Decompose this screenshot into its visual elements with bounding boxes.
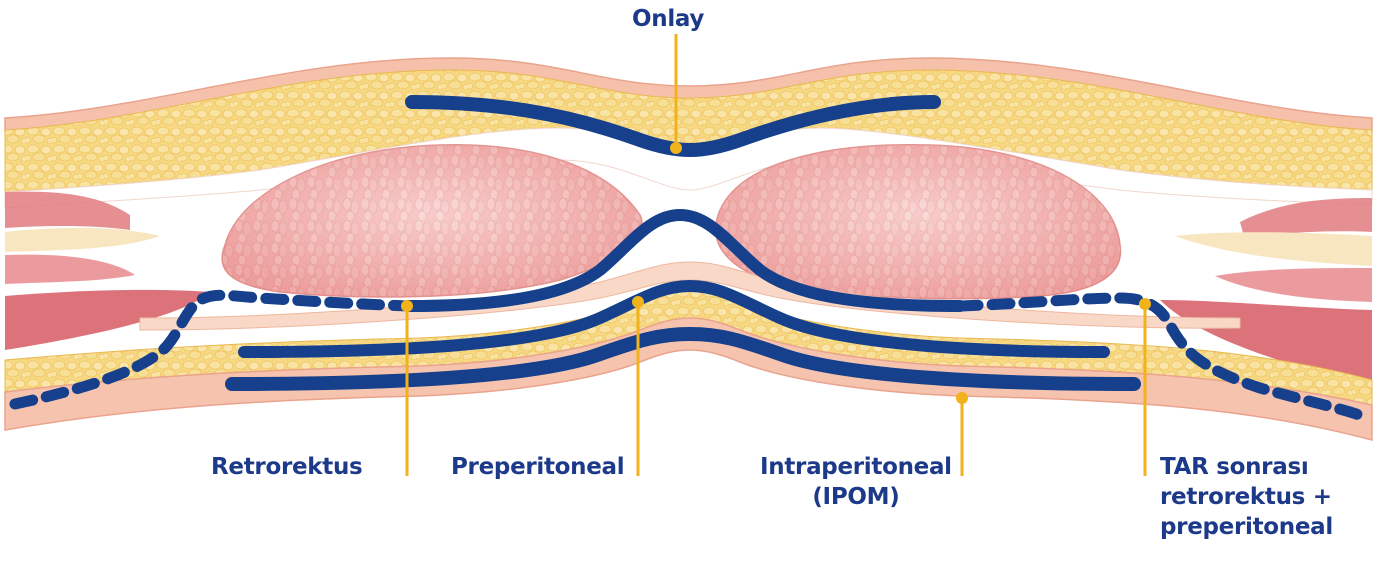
preperitoneal-label: Preperitoneal	[451, 452, 624, 482]
intraperitoneal-leader-dot	[956, 392, 968, 404]
retrorektus-leader-dot	[401, 300, 413, 312]
retrorektus-label-text: Retrorektus	[211, 452, 362, 482]
intraperitoneal-label-line1: Intraperitoneal	[760, 452, 952, 482]
left-lateral-fascia-band	[5, 228, 160, 252]
tar-leader-dot	[1139, 298, 1151, 310]
tar-label-line2: retrorektus +	[1160, 482, 1333, 512]
onlay-label-text: Onlay	[632, 4, 704, 34]
preperitoneal-label-text: Preperitoneal	[451, 452, 624, 482]
intraperitoneal-label-line2: (IPOM)	[760, 482, 952, 512]
right-lateral-fascia-band	[1175, 232, 1372, 266]
right-lateral-muscle-mid	[1215, 268, 1372, 302]
retrorektus-label: Retrorektus	[211, 452, 362, 482]
tar-label: TAR sonrası retrorektus + preperitoneal	[1160, 452, 1333, 542]
onlay-leader-dot	[670, 142, 682, 154]
tar-label-line3: preperitoneal	[1160, 512, 1333, 542]
left-lateral-muscle-mid	[5, 255, 135, 284]
onlay-label: Onlay	[632, 4, 704, 34]
intraperitoneal-label: Intraperitoneal (IPOM)	[760, 452, 952, 512]
tar-label-line1: TAR sonrası	[1160, 452, 1333, 482]
preperitoneal-leader-dot	[632, 296, 644, 308]
